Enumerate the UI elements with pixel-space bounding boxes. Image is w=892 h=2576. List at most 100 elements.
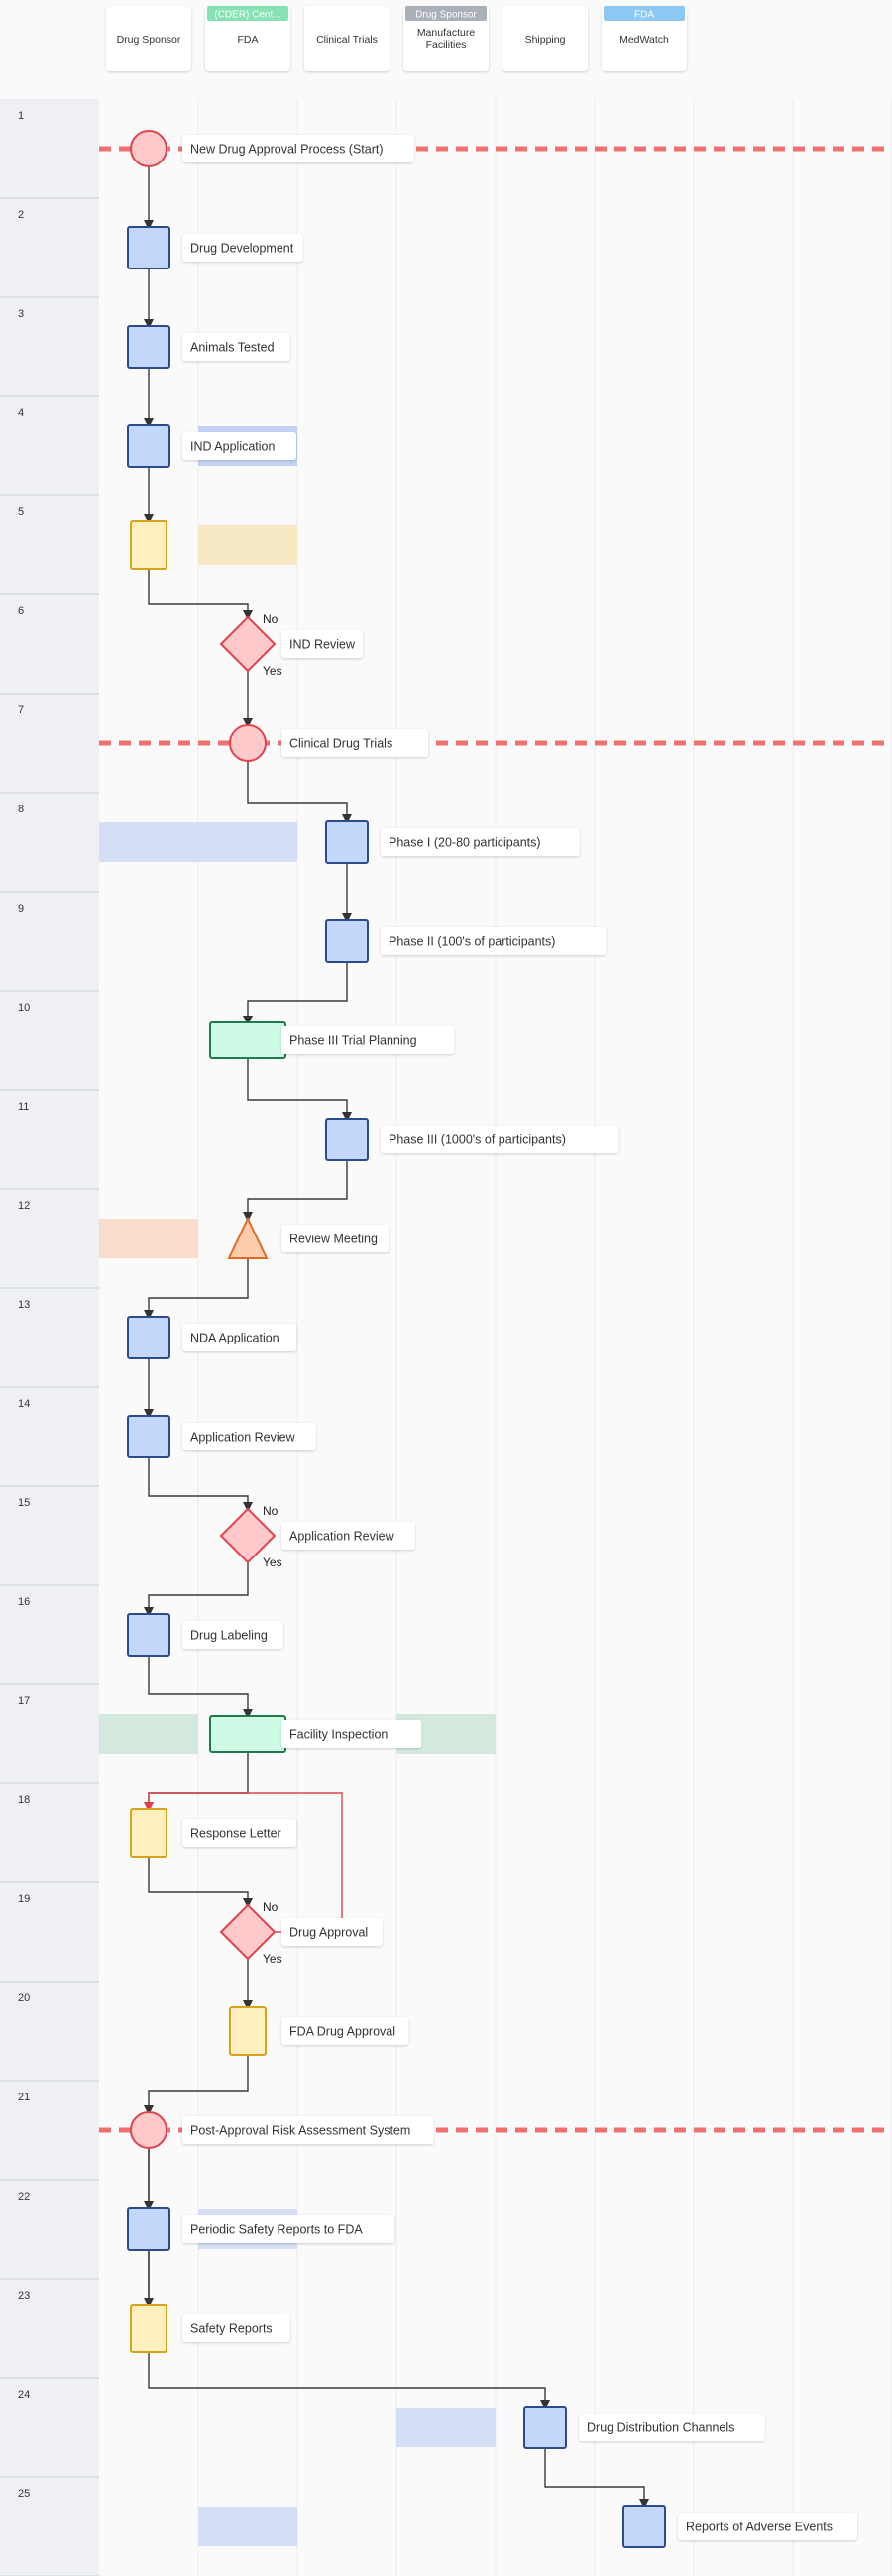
node-label[interactable]: Safety Reports — [182, 2314, 290, 2342]
process-shape[interactable] — [127, 2207, 170, 2251]
flow-connector[interactable] — [243, 962, 348, 1025]
process-shape[interactable] — [127, 424, 170, 468]
decision-shape[interactable] — [219, 1507, 277, 1564]
node-label-box[interactable] — [381, 927, 607, 955]
flow-node-planning[interactable] — [209, 1021, 286, 1059]
flow-node-process[interactable] — [127, 1316, 170, 1359]
node-label[interactable]: NDA Application — [182, 1324, 296, 1351]
flow-connector[interactable] — [148, 1656, 253, 1719]
flow-connector[interactable] — [544, 2448, 649, 2509]
flow-node-process[interactable] — [523, 2406, 567, 2449]
node-label-box[interactable] — [281, 2017, 409, 2045]
flow-node-process[interactable] — [127, 2207, 170, 2251]
node-label-box[interactable] — [182, 1819, 296, 1847]
node-label[interactable]: IND Application — [182, 432, 296, 460]
flow-node-start[interactable] — [130, 130, 167, 167]
flow-connector[interactable] — [148, 2148, 550, 2410]
node-label[interactable]: New Drug Approval Process (Start) — [182, 135, 414, 162]
flow-node-process[interactable] — [127, 1415, 170, 1458]
node-label[interactable]: Reports of Adverse Events — [678, 2513, 857, 2540]
flow-node-process[interactable] — [127, 325, 170, 369]
swimlane-card[interactable] — [602, 6, 687, 71]
flow-node-document[interactable] — [130, 520, 167, 570]
flow-connector[interactable] — [148, 1857, 253, 1908]
process-shape[interactable] — [127, 1415, 170, 1458]
node-label-box[interactable] — [281, 1918, 383, 1946]
node-label-box[interactable] — [678, 2513, 857, 2540]
document-shape[interactable] — [130, 2304, 167, 2353]
node-label[interactable]: Periodic Safety Reports to FDA — [182, 2215, 394, 2243]
flow-node-review[interactable] — [227, 1216, 269, 1259]
node-label-box[interactable] — [281, 729, 428, 757]
node-label-box[interactable] — [182, 2215, 394, 2243]
planning-shape[interactable] — [209, 1021, 286, 1059]
flow-node-process[interactable] — [325, 820, 369, 864]
swimlane-header[interactable]: Drug Sponsor — [106, 6, 191, 71]
flow-node-process[interactable] — [622, 2505, 666, 2548]
node-label-box[interactable] — [381, 828, 580, 856]
node-label-box[interactable] — [182, 234, 303, 262]
flow-node-process[interactable] — [325, 1118, 369, 1161]
node-label[interactable]: Facility Inspection — [281, 1720, 422, 1748]
swimlane-card[interactable] — [502, 6, 588, 71]
node-label-box[interactable] — [281, 1720, 422, 1748]
flow-node-process[interactable] — [127, 226, 170, 269]
swimlane-card[interactable] — [304, 6, 390, 71]
node-label[interactable]: Response Letter — [182, 1819, 296, 1847]
node-label[interactable]: Phase III Trial Planning — [281, 1026, 455, 1054]
decision-shape[interactable] — [219, 1903, 277, 1961]
node-label[interactable]: IND Review — [281, 630, 363, 658]
node-label-box[interactable] — [281, 1522, 415, 1550]
process-shape[interactable] — [127, 1613, 170, 1657]
node-label-box[interactable] — [182, 1621, 283, 1649]
flow-connector[interactable] — [144, 1562, 249, 1617]
flow-connector[interactable] — [148, 569, 253, 620]
process-shape[interactable] — [325, 820, 369, 864]
swimlane-header[interactable]: (CDER) Cent...FDA — [205, 6, 290, 71]
swimlane-header[interactable]: Shipping — [502, 6, 588, 71]
node-label-box[interactable] — [182, 135, 414, 162]
flow-connector[interactable] — [247, 761, 352, 824]
flow-connector[interactable] — [144, 2055, 249, 2115]
node-label[interactable]: Drug Distribution Channels — [579, 2414, 765, 2441]
node-label[interactable]: Application Review — [281, 1522, 415, 1550]
node-label-box[interactable] — [182, 1423, 316, 1450]
document-shape[interactable] — [229, 2006, 267, 2056]
process-shape[interactable] — [127, 1316, 170, 1359]
swimlane-header[interactable]: Clinical Trials — [304, 6, 390, 71]
flow-node-document[interactable] — [229, 2006, 267, 2056]
node-label-box[interactable] — [281, 630, 363, 658]
flow-node-document[interactable] — [130, 2304, 167, 2353]
document-shape[interactable] — [130, 520, 167, 570]
start-event-shape[interactable] — [130, 130, 167, 167]
node-label[interactable]: Application Review — [182, 1423, 316, 1450]
planning-shape[interactable] — [209, 1715, 286, 1753]
node-label[interactable]: FDA Drug Approval — [281, 2017, 409, 2045]
flow-node-process[interactable] — [325, 919, 369, 963]
flow-connector[interactable] — [243, 1160, 348, 1222]
review-shape[interactable] — [227, 1216, 269, 1259]
node-label-box[interactable] — [182, 333, 290, 361]
node-label-box[interactable] — [579, 2414, 765, 2441]
flow-connector[interactable] — [144, 1258, 249, 1320]
process-shape[interactable] — [325, 919, 369, 963]
start-event-shape[interactable] — [229, 724, 267, 762]
node-label-box[interactable] — [182, 432, 296, 460]
flow-connector[interactable] — [247, 1058, 352, 1122]
node-label[interactable]: Review Meeting — [281, 1225, 390, 1252]
swimlane-card[interactable] — [205, 6, 290, 71]
node-label[interactable]: Phase III (1000's of participants) — [381, 1126, 619, 1153]
swimlane-card[interactable] — [403, 6, 489, 71]
node-label[interactable]: Phase II (100's of participants) — [381, 927, 607, 955]
node-label-box[interactable] — [381, 1126, 619, 1153]
swimlane-card[interactable] — [106, 6, 191, 71]
node-label[interactable]: Clinical Drug Trials — [281, 729, 428, 757]
flow-connector[interactable] — [148, 1457, 253, 1512]
flow-node-start[interactable] — [229, 724, 267, 762]
node-label[interactable]: Phase I (20-80 participants) — [381, 828, 580, 856]
